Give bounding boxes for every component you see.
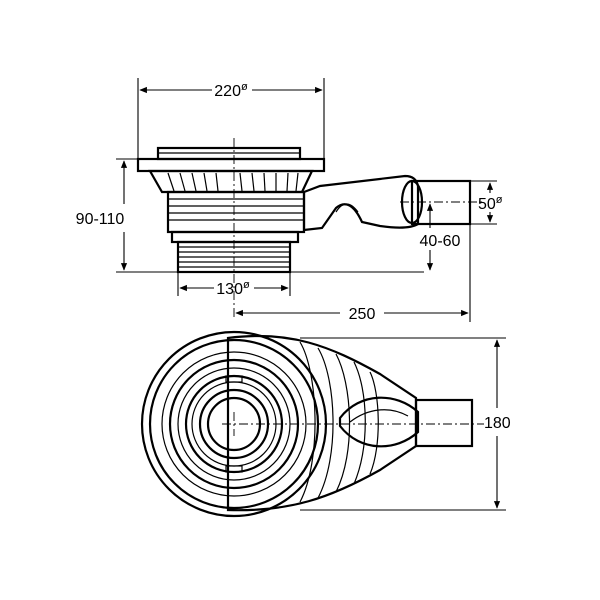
dimension-top-diameter: 220ø (137, 78, 325, 159)
svg-text:220ø: 220ø (214, 81, 248, 100)
drain-body (166, 190, 306, 234)
dimension-outlet-height: 40-60 (290, 203, 461, 273)
outlet-pipe-plan (414, 398, 474, 448)
body-height-label: 90-110 (76, 211, 125, 228)
total-length-label: 250 (349, 306, 376, 323)
outlet-pipe (410, 179, 472, 226)
outlet-diameter-symbol: ø (496, 194, 503, 206)
top-diameter-symbol: ø (241, 81, 248, 93)
dimension-total-length: 250 (235, 224, 471, 323)
plan-view (140, 330, 484, 518)
flange (136, 157, 326, 173)
side-elevation-view (136, 138, 485, 320)
svg-text:130ø: 130ø (216, 279, 250, 298)
dimension-plan-width: 180 (300, 337, 511, 511)
outlet-diameter-label: 50 (478, 196, 496, 213)
dimension-outlet-diameter: 50ø (470, 180, 503, 225)
svg-text:50ø: 50ø (478, 194, 503, 213)
top-diameter-label: 220 (214, 83, 241, 100)
thread-diameter-symbol: ø (243, 279, 250, 291)
outlet-arm (302, 174, 420, 232)
outlet-height-label: 40-60 (420, 233, 461, 250)
dimension-thread-diameter: 130ø (177, 272, 291, 298)
dimension-body-height: 90-110 (76, 158, 178, 273)
plan-width-label: 180 (484, 415, 511, 432)
thread-diameter-label: 130 (216, 281, 243, 298)
